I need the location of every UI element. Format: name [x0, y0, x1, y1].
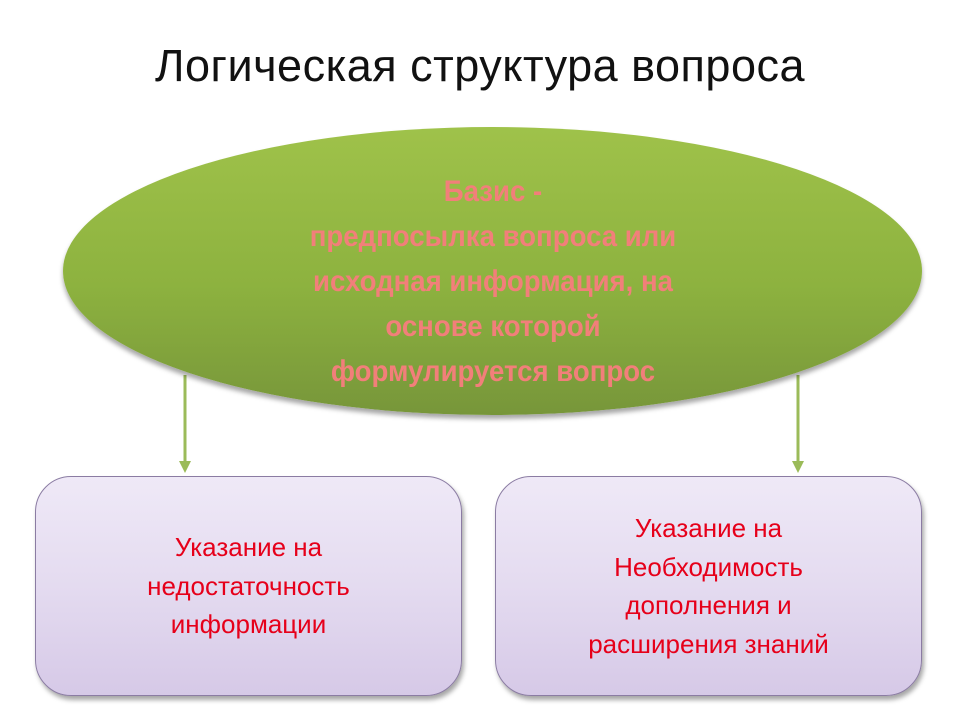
insufficiency-text: Указание на недостаточность информации: [147, 528, 350, 644]
slide-title: Логическая структура вопроса: [154, 40, 806, 91]
insufficiency-box: Указание на недостаточность информации: [35, 476, 462, 696]
arrow-down-right: [792, 375, 804, 473]
basis-line: исходная информация, на: [312, 264, 673, 298]
box-line: недостаточность: [147, 570, 350, 601]
basis-line: основе которой: [384, 309, 601, 343]
arrow-down-left: [179, 375, 191, 473]
box-line: Необходимость: [614, 551, 803, 582]
box-line: Указание на: [634, 513, 783, 543]
basis-line: Базис -: [443, 174, 542, 208]
expansion-box: Указание на Необходимость дополнения и р…: [495, 476, 922, 696]
box-line: информации: [170, 609, 327, 640]
basis-ellipse: Базис - предпосылка вопроса или исходная…: [63, 127, 922, 415]
basis-text: Базис - предпосылка вопроса или исходная…: [235, 169, 750, 394]
box-line: Указание на: [174, 532, 323, 563]
box-line: дополнения и: [625, 590, 792, 620]
expansion-text: Указание на Необходимость дополнения и р…: [588, 509, 829, 663]
basis-line: формулируется вопрос: [330, 354, 655, 388]
box-line: расширения знаний: [588, 628, 829, 659]
basis-line: предпосылка вопроса или: [309, 219, 676, 253]
